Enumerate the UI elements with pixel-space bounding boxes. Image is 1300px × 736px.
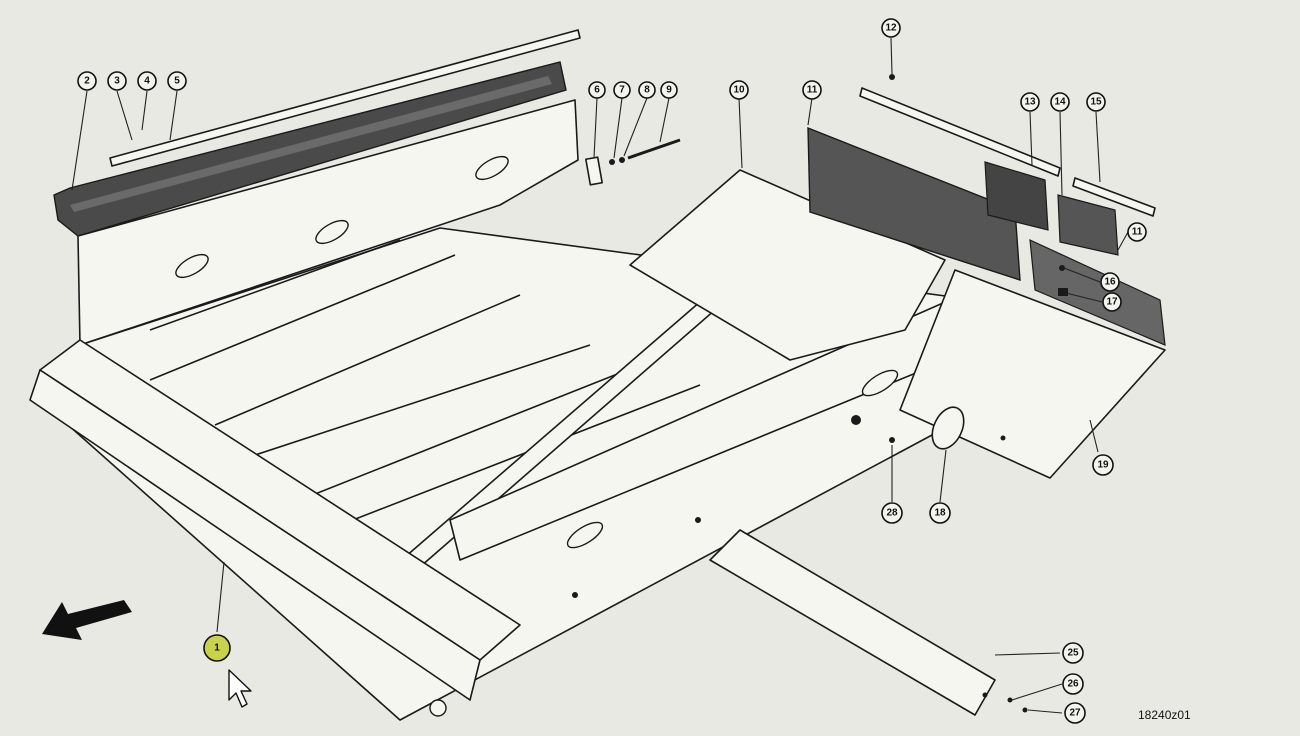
- svg-text:11: 11: [807, 85, 818, 96]
- main-tray-body: [29, 227, 976, 721]
- callout-18[interactable]: 18: [929, 502, 951, 524]
- callout-6[interactable]: 6: [588, 81, 606, 99]
- svg-text:1: 1: [214, 643, 220, 654]
- callout-1-highlighted[interactable]: 1: [203, 634, 231, 662]
- callouts: 2 3 4 5 6 7 8 9 10 11 11 12 13 14 15 16 …: [77, 18, 1147, 724]
- rear-wall-panel: [77, 99, 579, 346]
- svg-text:4: 4: [144, 76, 150, 87]
- svg-text:10: 10: [733, 85, 745, 96]
- svg-text:19: 19: [1097, 460, 1109, 471]
- svg-text:3: 3: [114, 76, 120, 87]
- svg-text:8: 8: [644, 85, 650, 96]
- svg-text:15: 15: [1090, 97, 1102, 108]
- callout-16[interactable]: 16: [1100, 272, 1120, 292]
- callout-3[interactable]: 3: [107, 71, 127, 91]
- svg-text:11: 11: [1132, 227, 1143, 238]
- callout-5[interactable]: 5: [167, 71, 187, 91]
- svg-text:16: 16: [1104, 277, 1116, 288]
- mouse-pointer-icon: [228, 669, 252, 708]
- svg-text:2: 2: [84, 76, 90, 87]
- callout-15[interactable]: 15: [1086, 92, 1106, 112]
- callout-2[interactable]: 2: [77, 71, 97, 91]
- callout-7[interactable]: 7: [613, 81, 631, 99]
- svg-text:17: 17: [1106, 297, 1118, 308]
- callout-13[interactable]: 13: [1020, 92, 1040, 112]
- svg-text:9: 9: [666, 85, 672, 96]
- arrow-left-down-icon: [42, 600, 132, 640]
- svg-text:13: 13: [1024, 97, 1036, 108]
- callout-25[interactable]: 25: [1062, 642, 1084, 664]
- callout-14[interactable]: 14: [1050, 92, 1070, 112]
- rubber-flap-part: [53, 61, 567, 237]
- svg-text:27: 27: [1069, 708, 1081, 719]
- top-strip-part: [109, 29, 581, 167]
- svg-text:5: 5: [174, 76, 180, 87]
- right-strips: [859, 87, 1156, 217]
- callout-11b[interactable]: 11: [1127, 222, 1147, 242]
- drawing-id-label: 18240z01: [1138, 708, 1191, 722]
- svg-text:18: 18: [934, 508, 946, 519]
- svg-text:26: 26: [1067, 679, 1079, 690]
- hardware-items: [585, 74, 1068, 713]
- callout-12[interactable]: 12: [881, 18, 901, 38]
- callout-9[interactable]: 9: [660, 81, 678, 99]
- callout-27[interactable]: 27: [1064, 702, 1086, 724]
- callout-10[interactable]: 10: [729, 80, 749, 100]
- svg-text:12: 12: [885, 23, 897, 34]
- callout-11a[interactable]: 11: [802, 80, 822, 100]
- callout-26[interactable]: 26: [1062, 673, 1084, 695]
- svg-text:6: 6: [594, 85, 600, 96]
- callout-4[interactable]: 4: [137, 71, 157, 91]
- callout-8[interactable]: 8: [638, 81, 656, 99]
- svg-text:25: 25: [1067, 648, 1079, 659]
- callout-19[interactable]: 19: [1092, 454, 1114, 476]
- callout-28[interactable]: 28: [881, 502, 903, 524]
- svg-text:28: 28: [886, 508, 898, 519]
- callout-17[interactable]: 17: [1102, 292, 1122, 312]
- support-bar-part: [709, 529, 996, 716]
- svg-text:7: 7: [619, 85, 625, 96]
- right-tray-part: [629, 169, 1166, 479]
- leader-lines: [71, 37, 1129, 714]
- svg-text:14: 14: [1054, 97, 1066, 108]
